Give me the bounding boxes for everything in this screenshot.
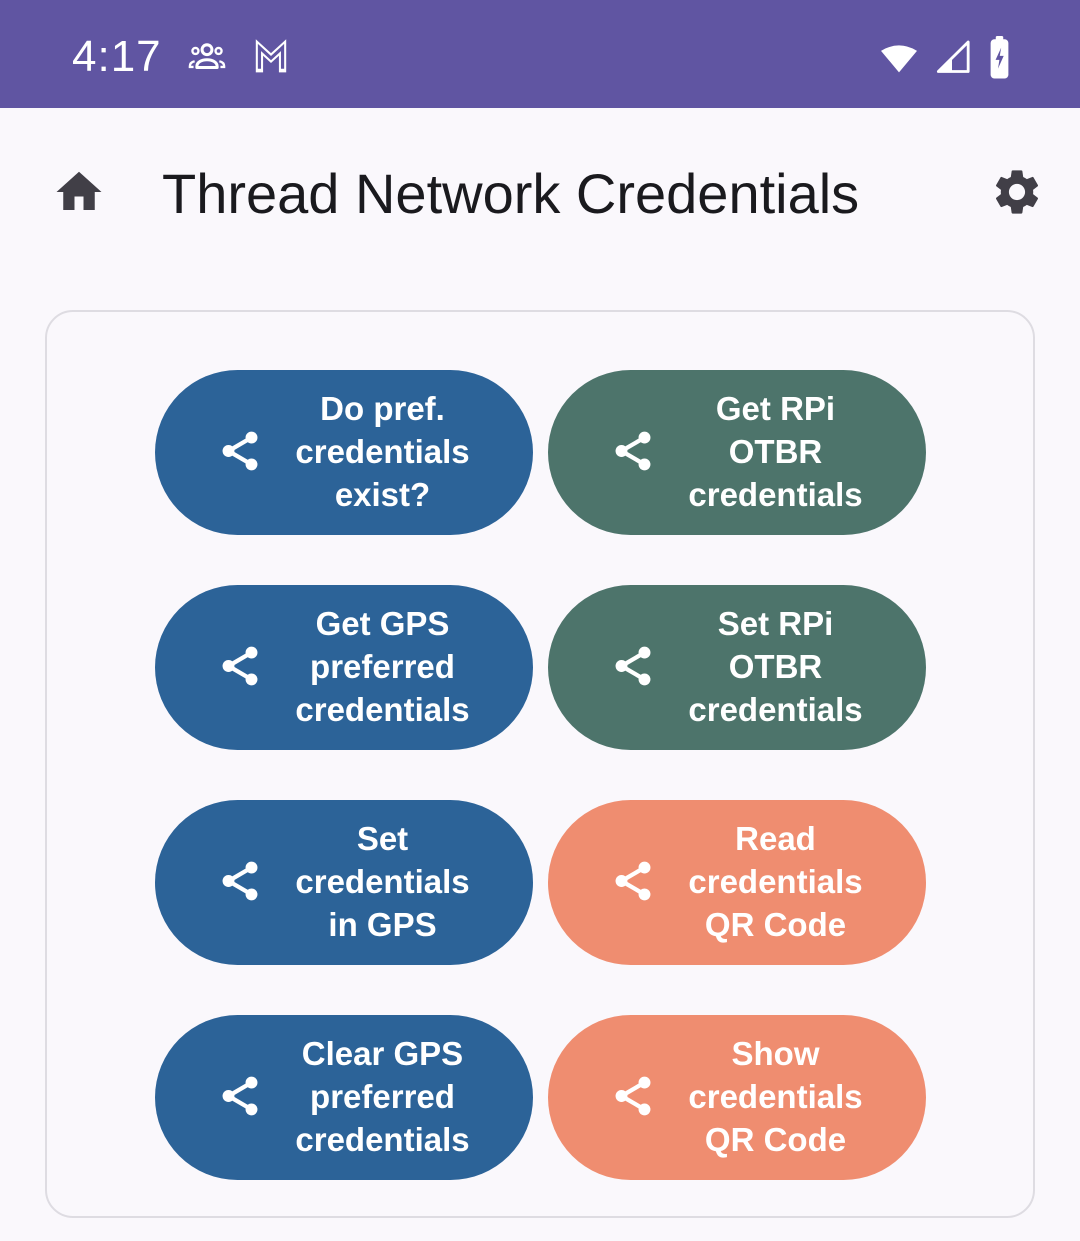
people-icon [188,38,226,76]
home-button[interactable] [52,165,106,222]
show-credentials-qr-code-button[interactable]: Show credentials QR Code [547,1015,926,1180]
home-icon [52,165,106,222]
button-label: Do pref. credentials exist? [295,390,470,513]
share-icon [610,428,656,477]
button-label: Set RPi OTBR credentials [688,605,863,728]
share-icon [217,1073,263,1122]
share-icon [610,1073,656,1122]
page-title: Thread Network Credentials [162,161,860,225]
button-label: Get GPS preferred credentials [295,605,470,728]
clear-gps-preferred-credentials-button[interactable]: Clear GPS preferred credentials [154,1015,533,1180]
do-pref-credentials-exist-button[interactable]: Do pref. credentials exist? [154,370,533,535]
button-label: Show credentials QR Code [688,1035,863,1158]
read-credentials-qr-code-button[interactable]: Read credentials QR Code [547,800,926,965]
share-icon [217,858,263,907]
set-rpi-otbr-credentials-button[interactable]: Set RPi OTBR credentials [547,585,926,750]
credentials-card: Do pref. credentials exist? Get RPi OTBR… [45,310,1035,1218]
button-label: Read credentials QR Code [688,820,863,943]
status-bar-right [879,35,1012,79]
wifi-icon [879,37,919,77]
share-icon [217,643,263,692]
share-icon [610,643,656,692]
button-label: Get RPi OTBR credentials [688,390,863,513]
share-icon [217,428,263,477]
settings-button[interactable] [990,165,1044,222]
status-bar-time: 4:17 [72,32,162,81]
get-rpi-otbr-credentials-button[interactable]: Get RPi OTBR credentials [547,370,926,535]
button-label: Set credentials in GPS [295,820,470,943]
get-gps-preferred-credentials-button[interactable]: Get GPS preferred credentials [154,585,533,750]
gear-icon [990,165,1044,222]
cellular-signal-icon [933,37,973,77]
button-grid: Do pref. credentials exist? Get RPi OTBR… [47,370,1033,1180]
status-bar-left: 4:17 [72,32,879,82]
status-bar: 4:17 [0,0,1080,108]
gmail-icon [252,38,290,76]
app-bar: Thread Network Credentials [0,108,1080,268]
set-credentials-in-gps-button[interactable]: Set credentials in GPS [154,800,533,965]
button-label: Clear GPS preferred credentials [295,1035,470,1158]
battery-charging-icon [987,35,1012,79]
share-icon [610,858,656,907]
